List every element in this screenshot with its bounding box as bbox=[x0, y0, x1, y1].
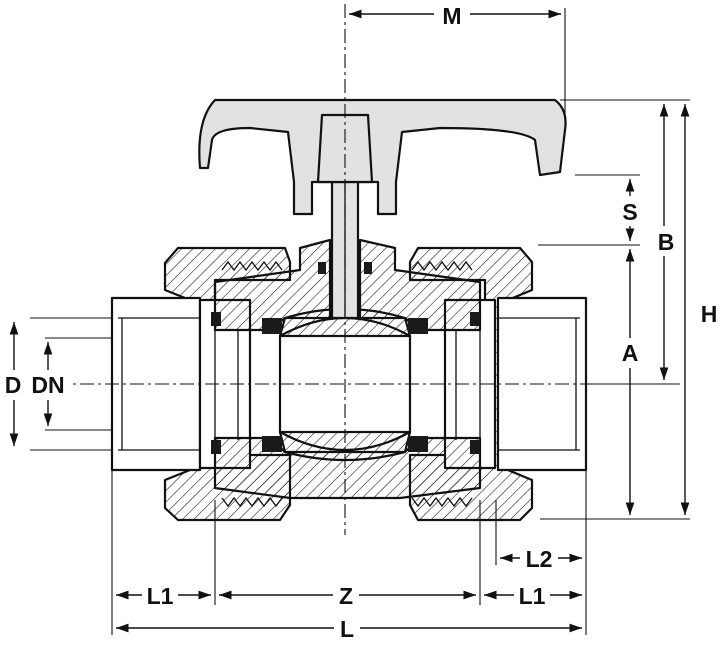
seat-seal bbox=[262, 318, 282, 334]
label-l1-left: L1 bbox=[147, 583, 174, 609]
label-z: Z bbox=[339, 583, 353, 609]
left-lower-thread bbox=[221, 496, 283, 508]
label-l1-right: L1 bbox=[519, 583, 546, 609]
stem-o-ring bbox=[318, 262, 326, 274]
o-ring bbox=[211, 312, 221, 326]
label-l2: L2 bbox=[526, 546, 553, 572]
label-d: D bbox=[5, 372, 22, 398]
extension-lines bbox=[30, 8, 690, 635]
label-l: L bbox=[340, 616, 354, 642]
seat-seal bbox=[408, 318, 428, 334]
label-b: B bbox=[658, 229, 675, 255]
stem-o-ring bbox=[364, 262, 372, 274]
right-lower-thread bbox=[411, 496, 473, 508]
right-upper-thread bbox=[411, 260, 473, 272]
label-a: A bbox=[622, 340, 639, 366]
valve-body bbox=[110, 98, 588, 522]
o-ring bbox=[211, 440, 221, 454]
seat-seal bbox=[262, 436, 282, 452]
label-s: S bbox=[622, 199, 637, 225]
dimension-labels: M S B H A D DN L1 Z L1 L2 L bbox=[4, 3, 718, 642]
seat-seal bbox=[408, 436, 428, 452]
t-handle bbox=[198, 98, 567, 216]
o-ring bbox=[470, 312, 480, 326]
label-h: H bbox=[701, 301, 718, 327]
centerlines bbox=[30, 4, 680, 535]
label-dn: DN bbox=[31, 372, 64, 398]
label-m: M bbox=[442, 3, 461, 29]
o-ring bbox=[470, 440, 480, 454]
left-upper-thread bbox=[221, 260, 283, 272]
